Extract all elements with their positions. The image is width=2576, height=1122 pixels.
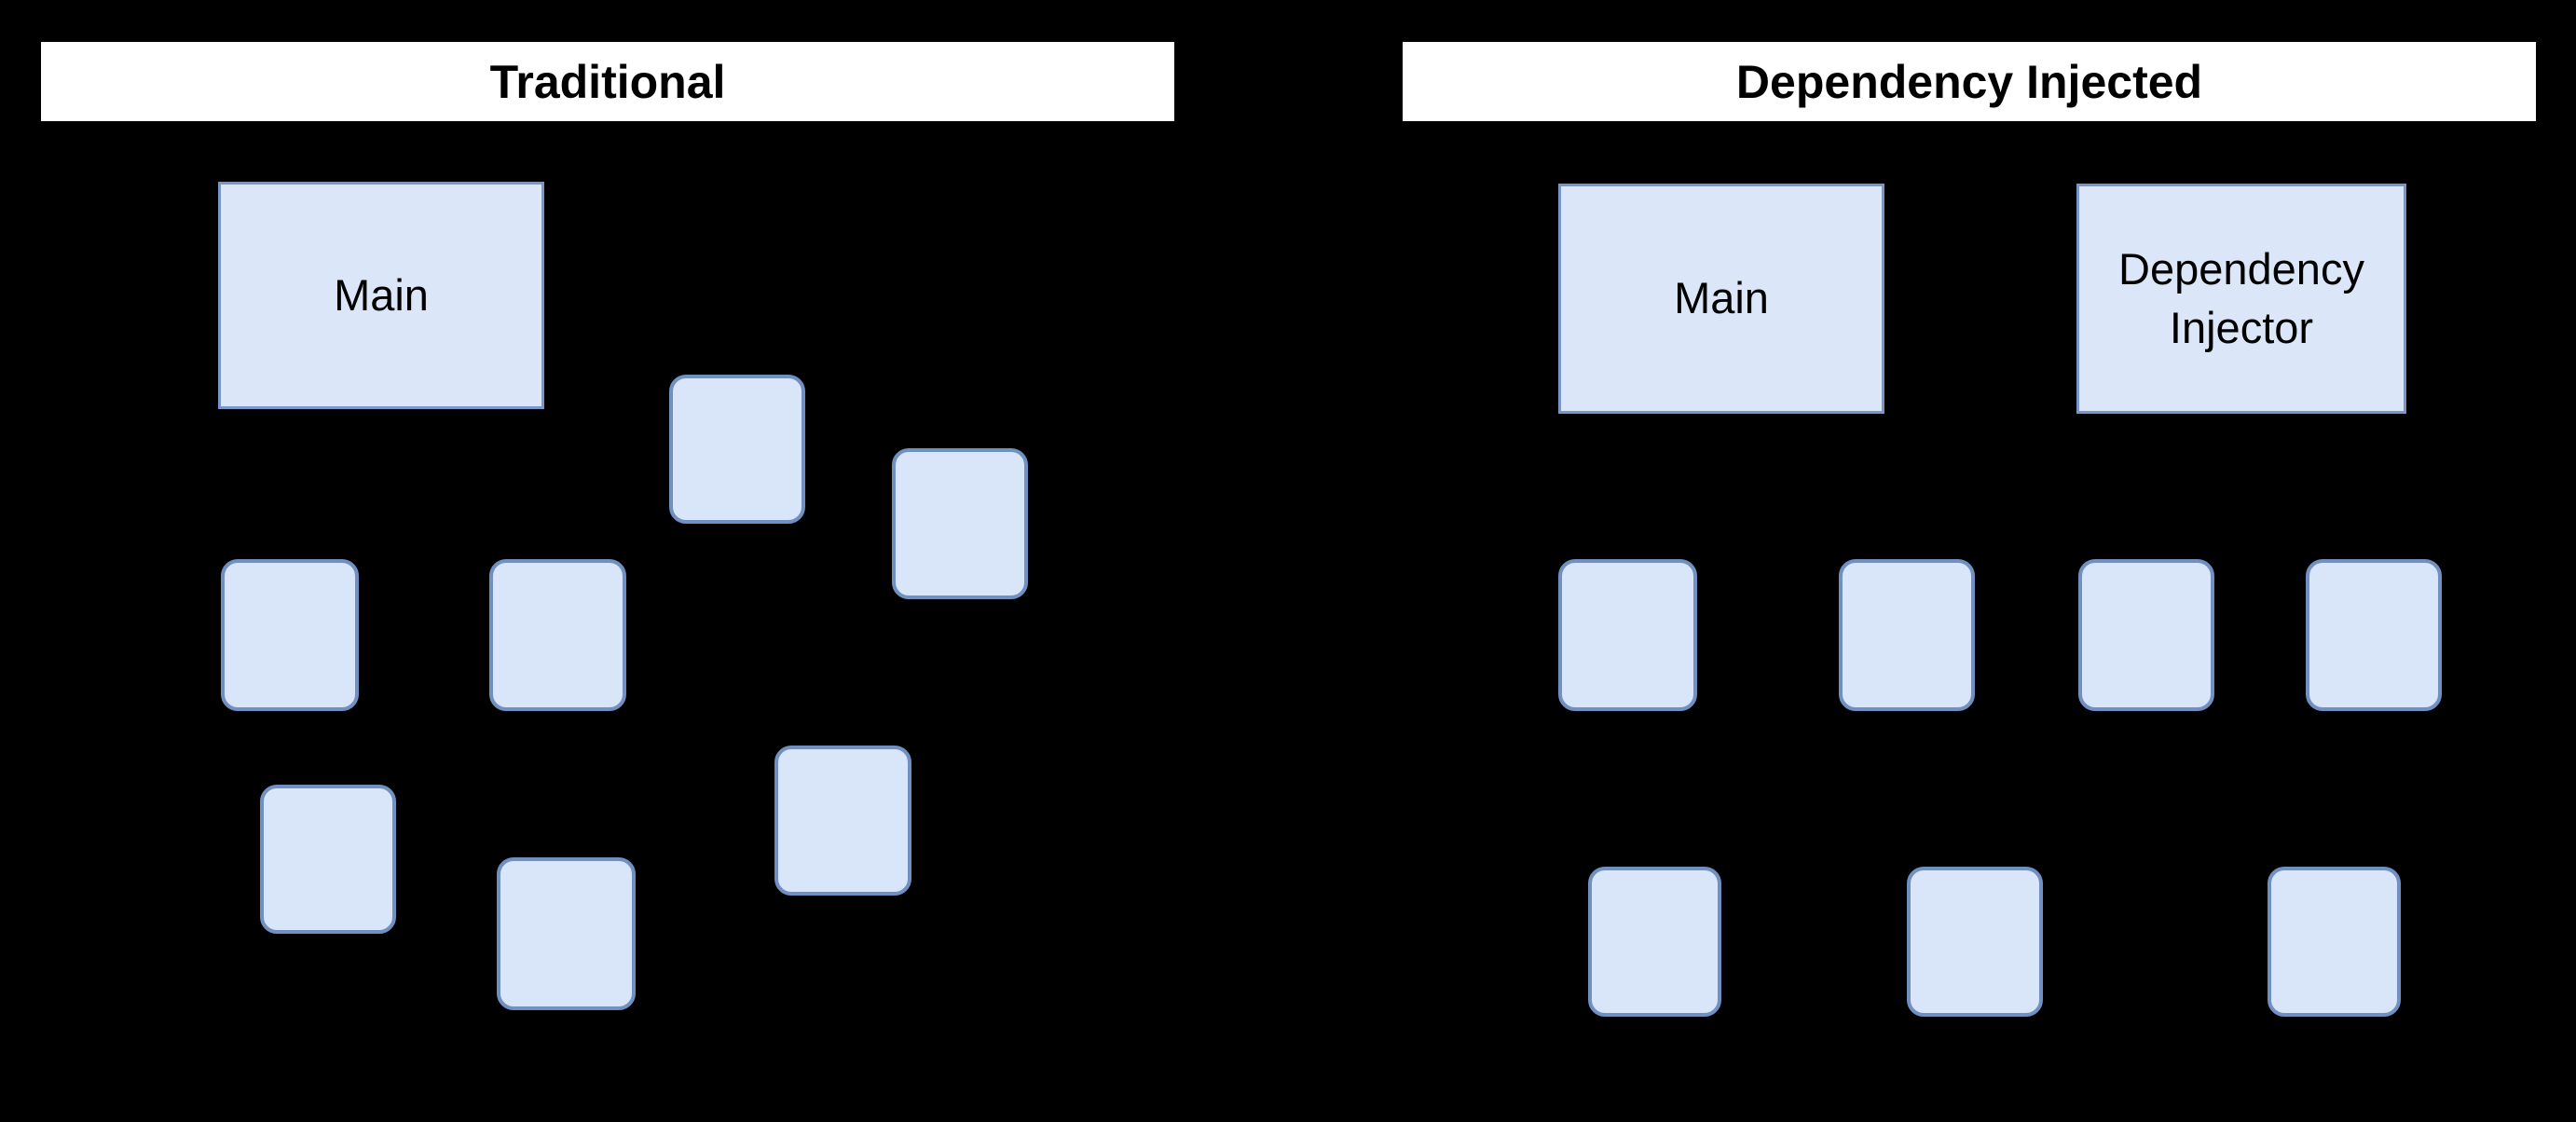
module-box xyxy=(2268,867,2401,1017)
module-box xyxy=(260,785,396,934)
module-box xyxy=(2078,559,2214,711)
module-box xyxy=(774,746,911,896)
main-box-traditional: Main xyxy=(218,182,544,409)
panel-title-traditional: Traditional xyxy=(41,42,1174,121)
dependency-injector-box-label: Dependency Injector xyxy=(2118,244,2364,352)
module-box xyxy=(221,559,359,711)
module-box xyxy=(1907,867,2043,1017)
main-box-dependency-injected-label: Main xyxy=(1674,273,1769,323)
module-box xyxy=(669,375,805,524)
dependency-injector-box: Dependency Injector xyxy=(2076,184,2406,414)
module-box xyxy=(497,857,636,1010)
module-box xyxy=(1558,559,1697,711)
module-box xyxy=(892,448,1028,599)
main-box-traditional-label: Main xyxy=(334,269,429,320)
module-box xyxy=(489,559,626,711)
module-box xyxy=(2306,559,2442,711)
panel-title-dependency-injected: Dependency Injected xyxy=(1403,42,2536,121)
module-box xyxy=(1839,559,1975,711)
module-box xyxy=(1588,867,1721,1017)
main-box-dependency-injected: Main xyxy=(1558,184,1884,414)
